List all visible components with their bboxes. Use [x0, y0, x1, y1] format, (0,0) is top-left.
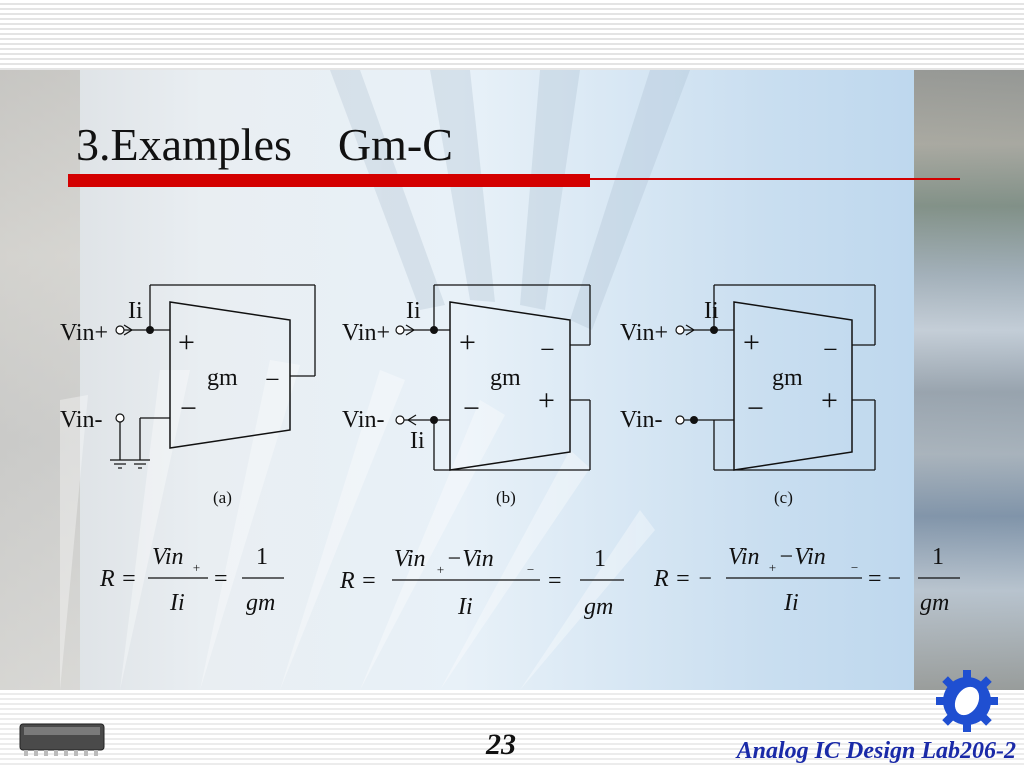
eq-a-den2: gm [246, 590, 275, 616]
caption-a: (a) [213, 488, 232, 507]
eq-a-den1: Ii [169, 590, 185, 616]
eq-a-eq2: = [214, 566, 228, 592]
eq-b-num1b-sub: − [526, 562, 535, 577]
sign-in-minus-a: − [180, 392, 197, 425]
label-gm-b: gm [490, 365, 521, 391]
chip-icon [19, 723, 105, 756]
eq-c-num1b: −Vin [778, 544, 826, 570]
header-stripes [0, 0, 1024, 70]
label-vin-minus-c: Vin- [620, 407, 663, 433]
terminal-vin-minus-c [675, 415, 685, 425]
slide-background [0, 70, 1024, 690]
gear-icon [936, 670, 998, 732]
sign-in-minus-b: − [463, 392, 480, 425]
sign-in-minus-c: − [747, 392, 764, 425]
eq-b-den1: Ii [457, 594, 473, 620]
circuit-a: Vin+ Vin- Ii + − − gm (a) [60, 284, 316, 507]
label-vin-plus-a: Vin+ [60, 320, 108, 346]
label-current-a: Ii [128, 298, 143, 324]
gm-block-b [449, 301, 571, 471]
eq-a-num2: 1 [256, 544, 268, 570]
sign-out-minus-b: − [540, 335, 555, 364]
eq-c-eq2: = − [868, 566, 901, 592]
label-gm-c: gm [772, 365, 803, 391]
label-current-bottom-b: Ii [410, 428, 425, 454]
gm-block-c [733, 301, 853, 471]
terminal-vin-minus-b [395, 415, 405, 425]
eq-b-num1-sub: + [436, 562, 445, 577]
title-underline-bar [68, 174, 590, 187]
eq-c-den1: Ii [783, 590, 799, 616]
label-vin-minus-b: Vin- [342, 407, 385, 433]
slide-title: 3.Examples Gm-C [76, 119, 453, 170]
caption-c: (c) [774, 488, 793, 507]
eq-b-num1: Vin [394, 546, 426, 572]
node-c-bottom [690, 416, 698, 424]
circuit-c: Vin+ Vin- Ii + − − + gm (c) [620, 284, 876, 507]
label-current-c: Ii [704, 298, 719, 324]
page-number: 23 [486, 728, 516, 761]
label-current-top-b: Ii [406, 298, 421, 324]
caption-b: (b) [496, 488, 516, 507]
equation-c: R = − Vin + −Vin − Ii = − 1 gm [653, 544, 960, 616]
campus-photo-left [0, 70, 80, 690]
terminal-vin-minus-a [115, 413, 125, 423]
gm-block-a [169, 301, 291, 449]
sign-in-plus-b: + [459, 326, 476, 359]
label-vin-plus-b: Vin+ [342, 320, 390, 346]
terminal-vin-plus-b [395, 325, 405, 335]
sign-out-plus-c: + [821, 384, 838, 417]
footer-stripes [0, 690, 1024, 768]
terminal-vin-plus-c [675, 325, 685, 335]
label-gm-a: gm [207, 365, 238, 391]
sign-out-plus-b: + [538, 384, 555, 417]
eq-b-lhs: R = [339, 568, 377, 594]
equation-b: R = Vin + −Vin − Ii = 1 gm [339, 546, 624, 620]
terminal-vin-plus-a [115, 325, 125, 335]
eq-c-lhs: R = − [653, 566, 713, 592]
eq-a-num1: Vin [152, 544, 184, 570]
sign-in-plus-a: + [178, 326, 195, 359]
eq-a-lhs: R = [99, 566, 137, 592]
sign-in-plus-c: + [743, 326, 760, 359]
eq-c-den2: gm [920, 590, 949, 616]
ground-icon [110, 459, 150, 469]
eq-c-num1: Vin [728, 544, 760, 570]
eq-c-num1b-sub: − [850, 560, 859, 575]
sign-out-minus-c: − [823, 335, 838, 364]
title-underline-line [590, 178, 960, 180]
label-vin-minus-a: Vin- [60, 407, 103, 433]
campus-photo-strip [914, 70, 1024, 690]
eq-a-num1-sub: + [192, 560, 201, 575]
label-vin-plus-c: Vin+ [620, 320, 668, 346]
sign-out-minus-a: − [265, 365, 280, 394]
decorative-rays [60, 70, 690, 690]
eq-b-den2: gm [584, 594, 613, 620]
footer-lab-name: Analog IC Design Lab206-2 [736, 738, 1016, 764]
eq-c-num1-sub: + [768, 560, 777, 575]
eq-b-num1b: −Vin [446, 546, 494, 572]
eq-b-eq2: = [548, 568, 562, 594]
eq-c-num2: 1 [932, 544, 944, 570]
equation-a: R = Vin + Ii = 1 gm [99, 544, 284, 616]
eq-b-num2: 1 [594, 546, 606, 572]
circuit-b: Vin+ Vin- Ii Ii + − − + gm (b) [342, 284, 591, 507]
